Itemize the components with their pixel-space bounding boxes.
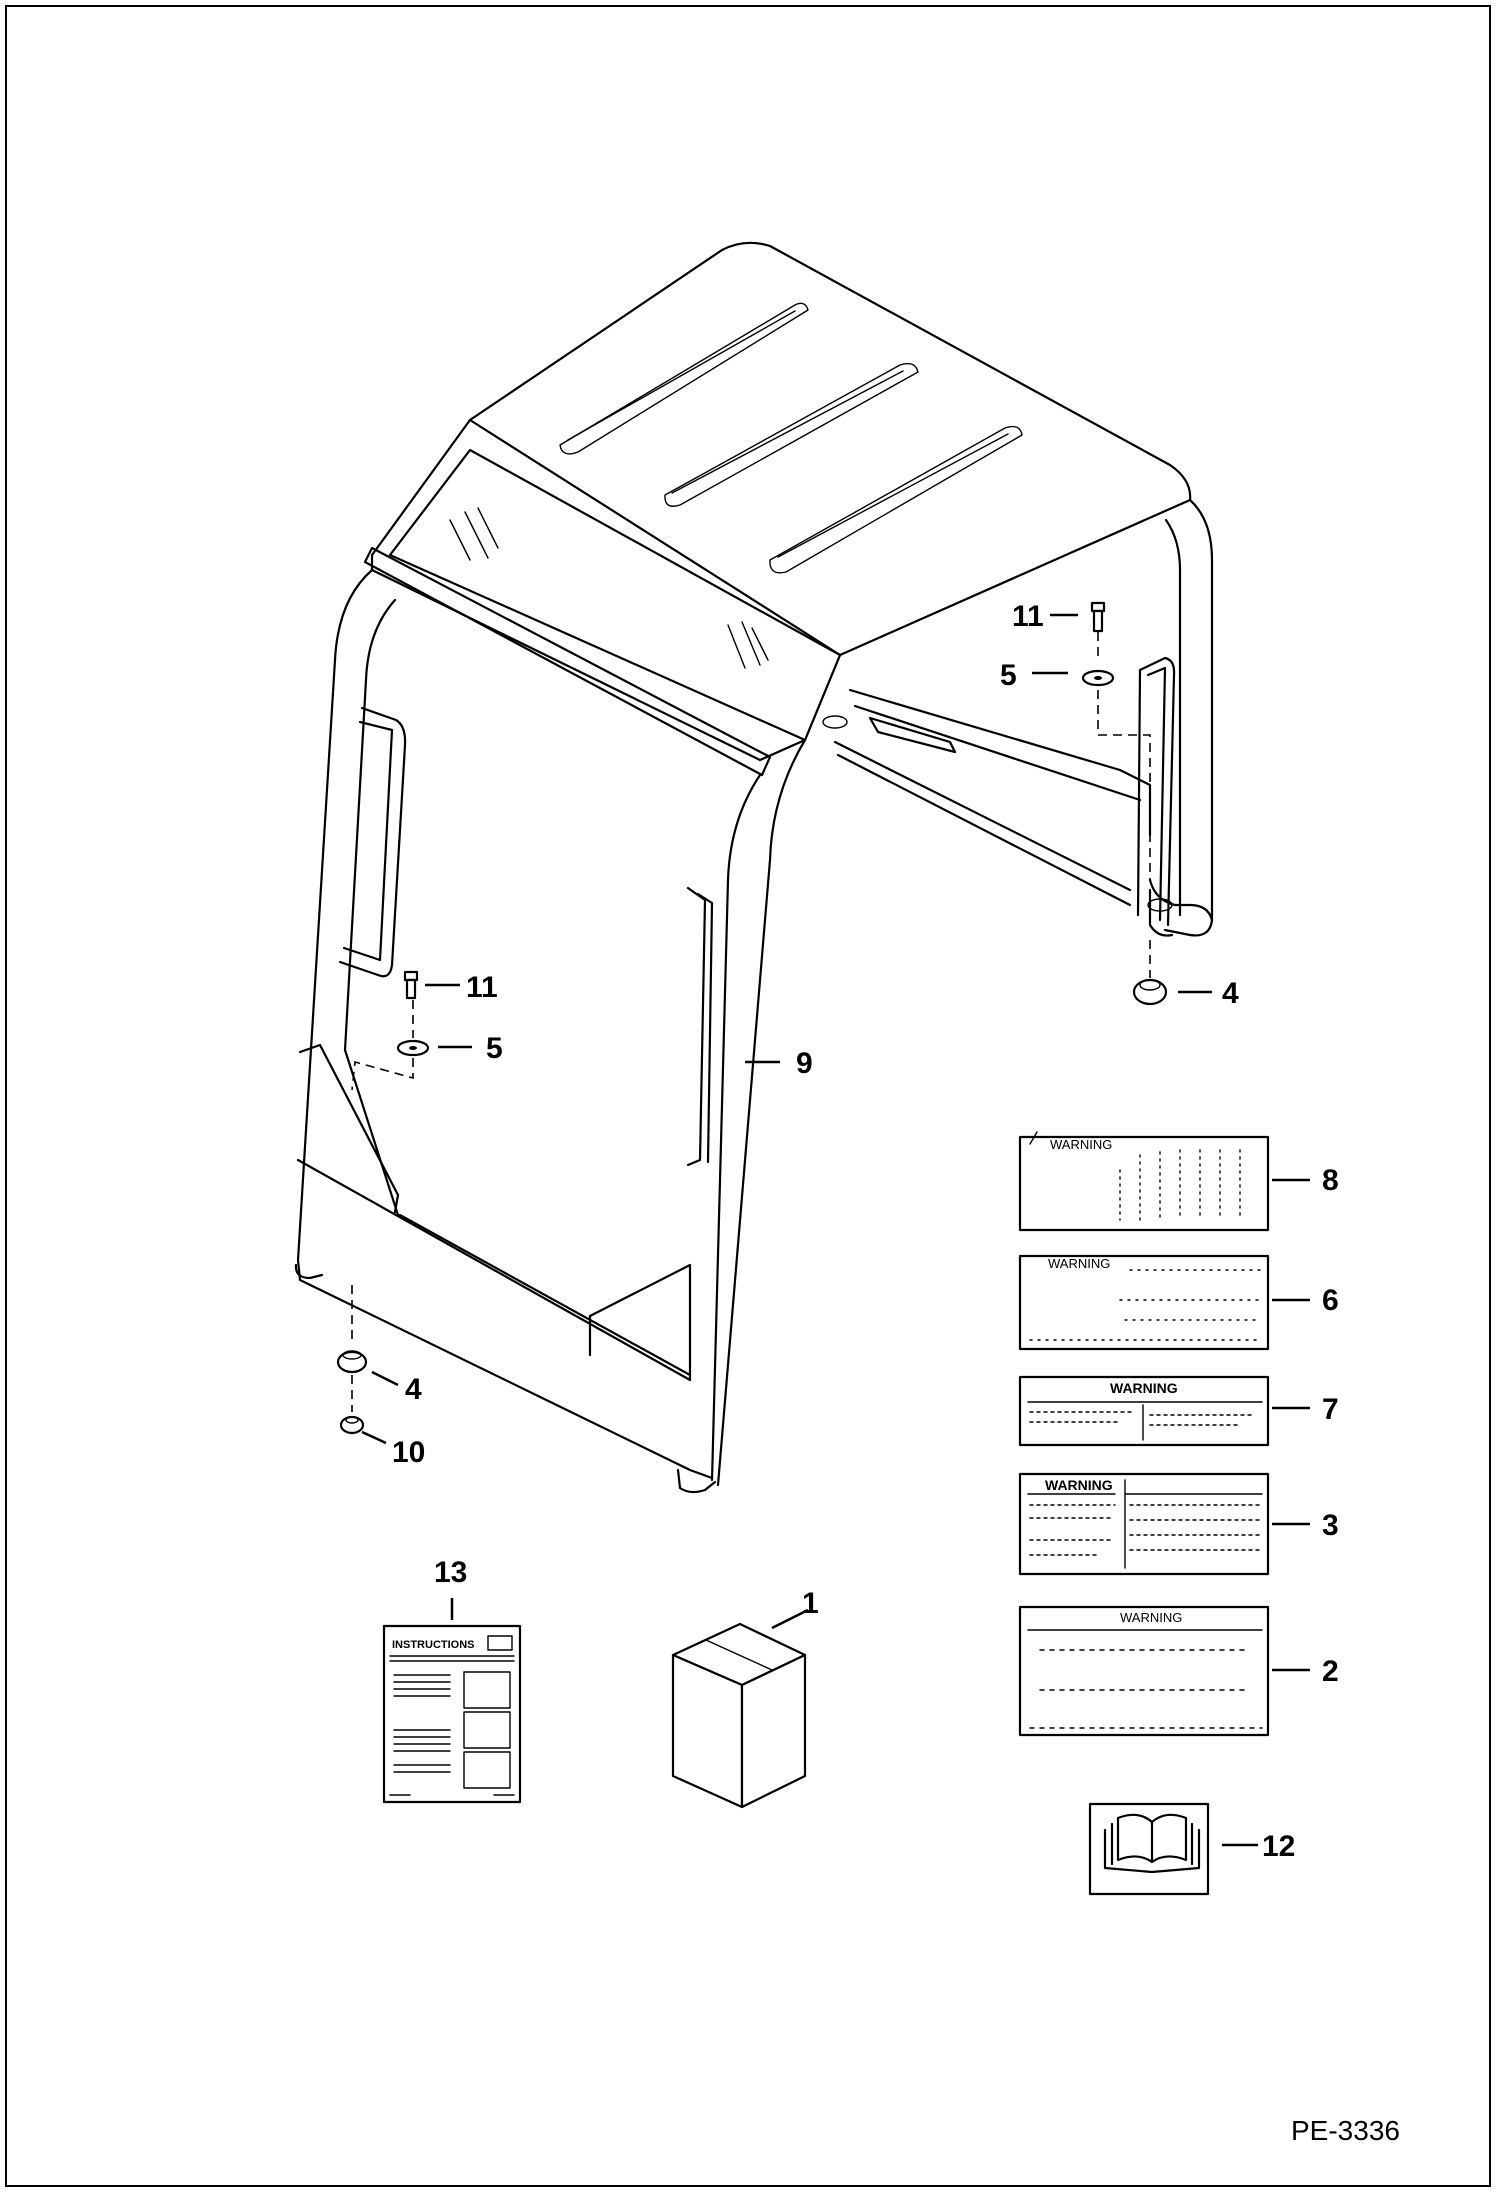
- box-part-1: [671, 1622, 807, 1809]
- callout-5-front: 5: [486, 1032, 503, 1065]
- manual-book-icon: [1088, 1802, 1210, 1896]
- roof-slot: [769, 425, 1023, 574]
- roof-slot: [664, 362, 919, 507]
- callout-6: 6: [1322, 1284, 1339, 1317]
- decal-8: WARNING: [1018, 1131, 1270, 1232]
- canopy-part-9: [294, 241, 1214, 1494]
- callout-5-rear: 5: [1000, 659, 1017, 692]
- callout-11-rear: 11: [1012, 600, 1044, 633]
- nut-4-rear: [1132, 978, 1168, 1006]
- callout-7: 7: [1322, 1393, 1339, 1426]
- instructions-sheet: INSTRUCTIONS: [382, 1624, 522, 1804]
- bolt-11-front: [403, 970, 419, 1000]
- decal-3-title: WARNING: [1045, 1477, 1113, 1493]
- bolt-11-rear: [1090, 601, 1106, 633]
- callout-9: 9: [796, 1047, 813, 1080]
- decal-3: WARNING: [1018, 1472, 1270, 1576]
- leader-lines: [361, 613, 1310, 1847]
- nut-4-front: [336, 1350, 368, 1374]
- callout-2: 2: [1322, 1655, 1339, 1688]
- callout-1: 1: [802, 1587, 819, 1620]
- washer-5-front: [396, 1039, 430, 1057]
- decal-6-title: WARNING: [1048, 1256, 1110, 1271]
- callout-4-front: 4: [405, 1373, 422, 1406]
- instructions-title: INSTRUCTIONS: [392, 1639, 475, 1651]
- callout-3: 3: [1322, 1509, 1339, 1542]
- callout-12: 12: [1262, 1830, 1295, 1863]
- callout-10: 10: [392, 1436, 425, 1469]
- callout-4-rear: 4: [1222, 977, 1239, 1010]
- decal-6: WARNING: [1018, 1254, 1270, 1351]
- callout-11-front: 11: [466, 971, 498, 1004]
- decal-2: WARNING: [1018, 1605, 1270, 1737]
- callout-8: 8: [1322, 1164, 1339, 1197]
- decal-7-title: WARNING: [1110, 1380, 1178, 1396]
- nut-10: [339, 1415, 365, 1435]
- roof-slot: [559, 302, 809, 455]
- decal-2-title: WARNING: [1120, 1610, 1182, 1625]
- decal-8-title: WARNING: [1050, 1137, 1112, 1152]
- drawing-number: PE-3336: [1291, 2115, 1400, 2146]
- decal-7: WARNING: [1018, 1375, 1270, 1447]
- drawing-frame: [5, 5, 1491, 2187]
- callout-13: 13: [434, 1556, 467, 1589]
- washer-5-rear: [1081, 669, 1115, 687]
